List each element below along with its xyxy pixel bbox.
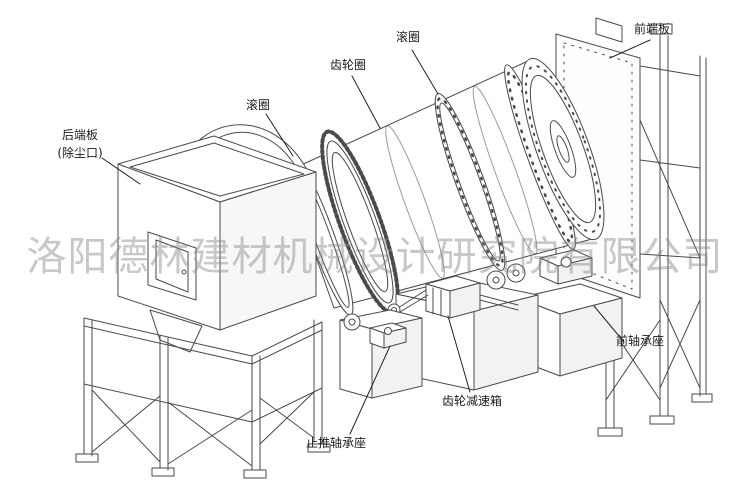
riding-ring-top-part: [434, 93, 506, 271]
label-gear-ring: 齿轮圈: [330, 58, 367, 72]
label-riding-ring-left: 滚圈: [246, 98, 271, 112]
rear-support-frame: [75, 317, 331, 479]
label-rear-end-plate: 后端板 (除尘口): [48, 126, 112, 162]
rear-end-box: [117, 124, 317, 353]
thrust-bearing-seat-part: [339, 309, 423, 399]
label-rear-end-plate-port: (除尘口): [57, 146, 103, 160]
label-gear-reduction-box: 齿轮减速箱: [442, 394, 503, 408]
label-rear-end-plate-name: 后端板: [61, 128, 98, 142]
label-riding-ring-top: 滚圈: [396, 30, 421, 44]
label-thrust-bearing-seat: 止推轴承座: [306, 436, 367, 450]
label-front-bearing-seat: 前轴承座: [616, 334, 665, 348]
leader-lines: [101, 39, 651, 435]
drum-end-cap: [521, 57, 605, 241]
label-front-end-plate: 前端板: [634, 22, 671, 36]
front-plate-support-frame: [639, 23, 713, 425]
